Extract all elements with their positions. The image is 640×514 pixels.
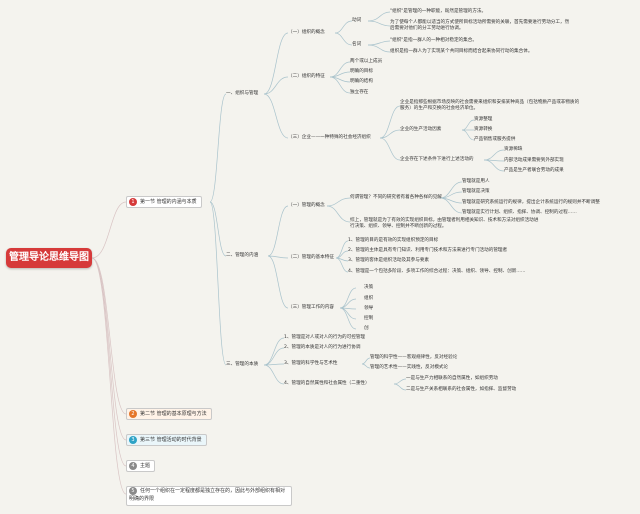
node-mgmt-connotation[interactable]: 二、管理的内涵 (226, 253, 259, 258)
section-5-badge: 5 (129, 487, 137, 495)
node-enterprise-def[interactable]: 企业是指那些根据市场反映的社会需要来组织和安排某种商品（包括物质产品或非物质的服… (400, 100, 580, 111)
node-science[interactable]: 管理的科学性——客观规律性，反对经验论 (370, 355, 458, 360)
node-noun-desc-1[interactable]: "组织"是指一群人的一种相对稳定的集合。 (390, 38, 477, 43)
node-condition-2[interactable]: 内部活动成果需要到外部实现 (504, 158, 564, 163)
node-feature-3[interactable]: 明确的结构 (350, 79, 373, 84)
node-social-attr[interactable]: 二是与生产关系相联系的社会属性，如指挥、监督劳动 (406, 387, 517, 392)
node-basic-4[interactable]: 4、管理是一个包括多阶段、多项工作的综合过程：决策、组织、领导、控制、创新…… (348, 269, 526, 274)
root-topic[interactable]: 管理导论思维导图 (6, 248, 92, 268)
node-essence-2[interactable]: 2、管理的本质是对人的行为进行协调 (284, 345, 361, 350)
node-basic-2[interactable]: 2、管理的主体是具有专门知识、利用专门技术和方法来进行专门活动的管理者 (348, 248, 508, 253)
node-natural-attr[interactable]: 一是与生产力相联系的自然属性，如组织劳动 (406, 376, 498, 381)
node-work-4[interactable]: 控制 (364, 316, 374, 321)
node-condition-1[interactable]: 资源稀缺 (504, 147, 523, 152)
node-work-1[interactable]: 决策 (364, 285, 374, 290)
node-factor-1[interactable]: 资源整理 (474, 117, 493, 122)
node-verb-desc-1[interactable]: "组织"是管理的一种职能，既然是管理的方法。 (390, 9, 487, 14)
node-feature-2[interactable]: 明确的目标 (350, 69, 373, 74)
node-enterprise-factors[interactable]: 企业的生产活动因素 (400, 127, 442, 132)
node-feature-4[interactable]: 独立存在 (350, 90, 369, 95)
node-feature-1[interactable]: 两个或以上成员 (350, 59, 383, 64)
node-mgmt-summary[interactable]: 综上，管理就是为了有效的实现组织目标，由管理者利用相关知识、技术和方法对组织活动… (350, 218, 539, 229)
node-basic-3[interactable]: 3、管理的客体是组织活动及其参与要素 (348, 258, 430, 263)
section-3-badge: 3 (129, 436, 137, 444)
section-4-badge: 4 (129, 462, 137, 470)
node-verb-desc-2[interactable]: 为了使每个人都能以适当的方式使所目标活动所需要的关联，首先需要进行劳动分工，然后… (390, 20, 570, 31)
node-noun-desc-2[interactable]: 组织是指一群人为了实现某个共同目标而结合起来协同行动的集合体。 (390, 49, 533, 54)
node-mgmt-concept[interactable]: （一）管理的概念 (288, 203, 325, 208)
section-1-badge: 1 (129, 198, 137, 206)
node-view-3[interactable]: 管理就是研究系统运行的规律，提出企计系统运行的规则并不断调整 (462, 200, 600, 205)
node-essence-1[interactable]: 1、管理是对人或对人的行为的可控管理 (284, 335, 366, 340)
node-work-3[interactable]: 领导 (364, 306, 374, 311)
node-condition-3[interactable]: 产品是生产者联合劳动的成果 (504, 168, 564, 173)
node-art[interactable]: 管理的艺术性——实践性，反对模式论 (370, 365, 449, 370)
node-noun[interactable]: 名词 (352, 42, 362, 47)
section-1-label: 第一节 管理的内涵与本质 (140, 199, 197, 205)
node-mgmt-question[interactable]: 何谓管理？不同的研究者有着各种各样的见解 (350, 195, 442, 200)
node-org-concept[interactable]: （一）组织的概念 (288, 30, 325, 35)
node-mgmt-work[interactable]: （三）管理工作的内容 (288, 305, 334, 310)
node-enterprise-conditions[interactable]: 企业存在下述条件下进行上述活动的 (400, 157, 474, 162)
node-factor-3[interactable]: 产品销售或服务提供 (474, 137, 516, 142)
node-work-5[interactable]: 创 (364, 326, 369, 331)
node-enterprise[interactable]: （三）企业——一种特殊的社会经济组织 (288, 135, 371, 140)
node-work-2[interactable]: 组织 (364, 296, 374, 301)
node-essence-3[interactable]: 3、管理的科学性与艺术性 (284, 361, 338, 366)
node-essence-4[interactable]: 4、管理的自然属性和社会属性（二重性） (284, 381, 370, 386)
node-verb[interactable]: 动词 (352, 18, 362, 23)
node-essence[interactable]: 三、管理的本质 (226, 362, 259, 367)
section-3-label: 第三节 管理活动的时代背景 (140, 437, 202, 443)
node-factor-2[interactable]: 资源转换 (474, 127, 493, 132)
node-mgmt-basic-features[interactable]: （二）管理的基本特征 (288, 255, 334, 260)
node-org-features[interactable]: （二）组织的特征 (288, 74, 325, 79)
section-2-label: 第二节 管理的基本原理与方法 (140, 411, 207, 417)
node-view-2[interactable]: 管理就是决策 (462, 189, 490, 194)
node-basic-1[interactable]: 1、管理的目的是有效的实现组织预定的目标 (348, 238, 439, 243)
node-view-4[interactable]: 管理就是实行计划、组织、指挥、协调、控制的过程…… (462, 210, 577, 215)
section-2-badge: 2 (129, 410, 137, 418)
node-view-1[interactable]: 管理就是用人 (462, 179, 490, 184)
section-5-label: 任何一个组织在一定程度都是独立存在的，因此与外部组织有相对明确的界限 (129, 488, 286, 502)
section-4-label: 主题 (140, 463, 151, 469)
node-org-mgmt[interactable]: 一、组织与管理 (226, 91, 259, 96)
